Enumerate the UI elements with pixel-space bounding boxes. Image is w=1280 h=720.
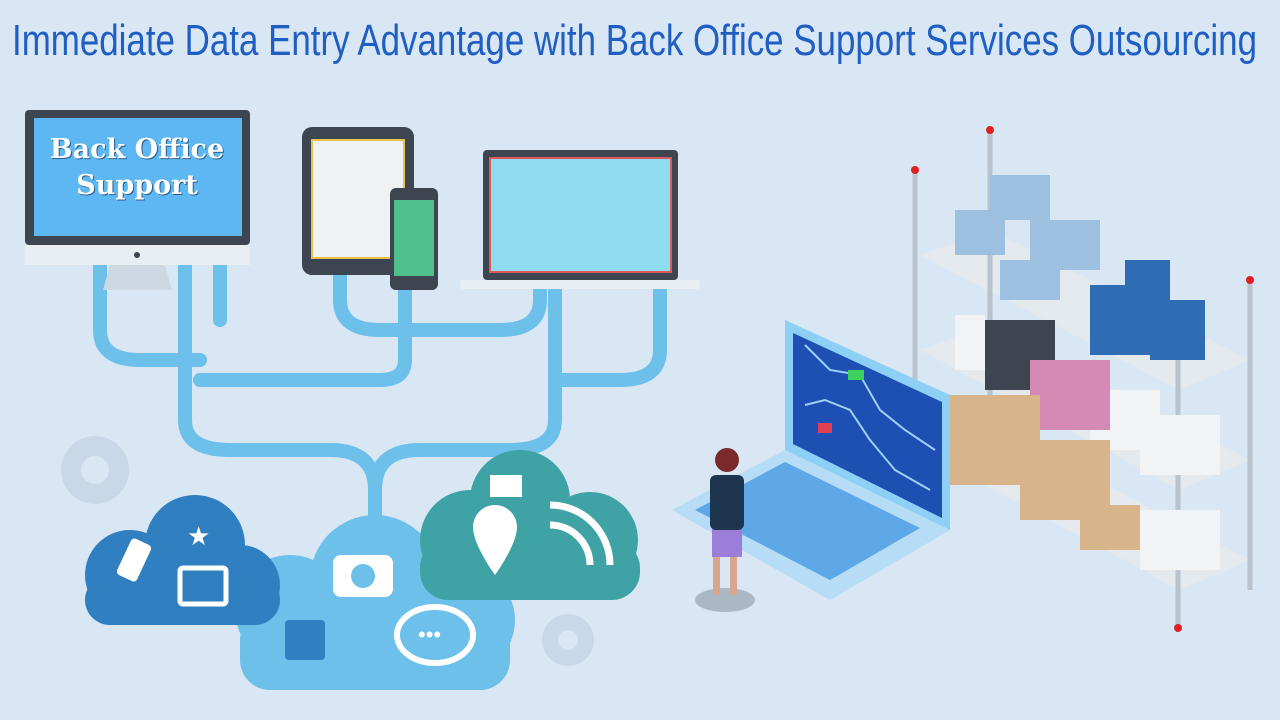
warehouse-shelf xyxy=(911,126,1254,632)
cloud-teal xyxy=(420,450,640,600)
shopping-bag-icon xyxy=(285,620,325,660)
mail-icon xyxy=(490,475,522,497)
cloud-dark xyxy=(85,495,280,625)
woman-figure xyxy=(695,448,755,612)
rss-icon xyxy=(549,501,614,566)
laptop-device xyxy=(460,150,700,289)
phone-icon xyxy=(116,538,152,582)
desktop-monitor xyxy=(25,110,250,290)
camera-icon xyxy=(333,555,393,597)
monitor-label: Back Office Support xyxy=(36,132,238,204)
gear-icon xyxy=(61,436,594,666)
smartphone-device xyxy=(390,188,438,290)
connector-pipes xyxy=(93,258,667,537)
location-pin-icon xyxy=(473,505,517,575)
chat-icon: ••• xyxy=(394,604,476,666)
monitor-label-line2: Support xyxy=(76,170,198,201)
page-title: Immediate Data Entry Advantage with Back… xyxy=(12,16,1257,65)
title-banner: Immediate Data Entry Advantage with Back… xyxy=(12,16,1257,65)
monitor-label-line1: Back Office xyxy=(49,134,225,165)
star-icon: ★ xyxy=(187,521,210,551)
svg-text:•••: ••• xyxy=(418,622,441,647)
tablet-icon xyxy=(177,565,229,607)
